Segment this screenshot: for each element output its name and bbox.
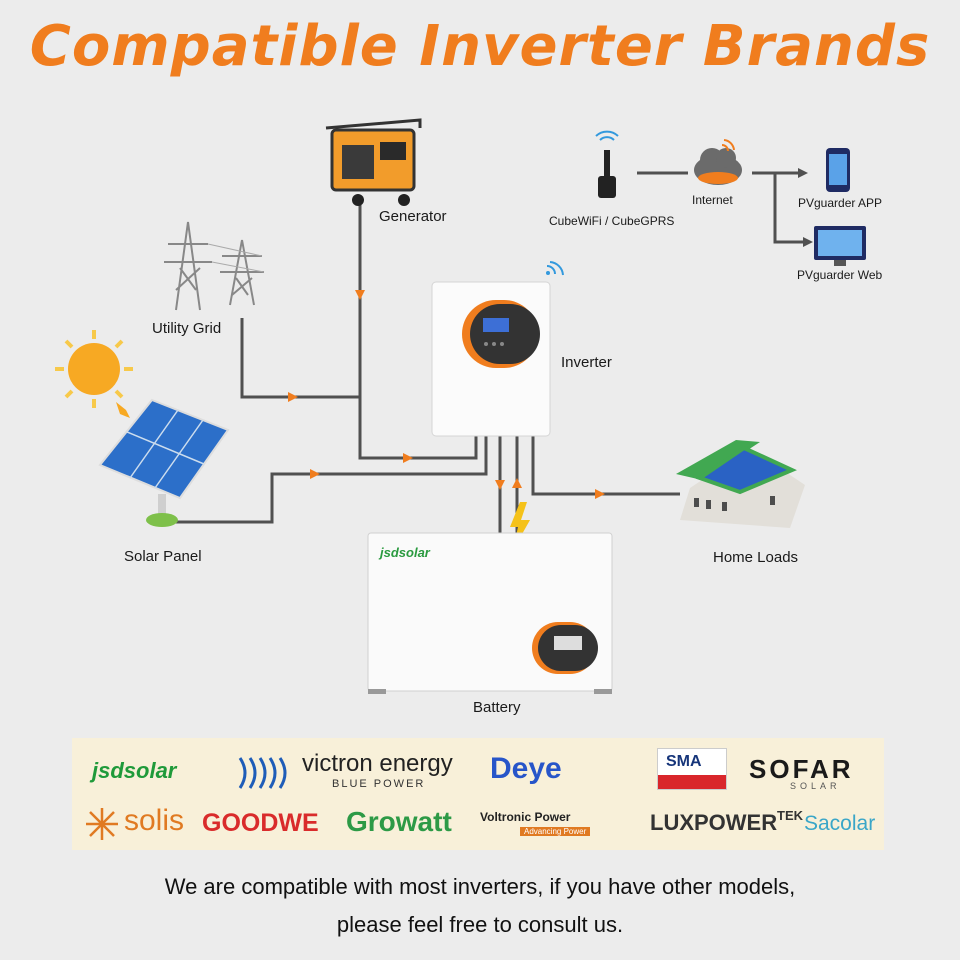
app-label: PVguarder APP [798,196,883,210]
home-loads-label: Home Loads [713,549,799,566]
arrow-load [595,489,605,499]
arrow-battery-down [495,480,505,490]
utility-grid-icon [164,221,265,311]
footer-note: We are compatible with most inverters, i… [0,868,960,944]
house-icon [676,440,805,528]
growatt-logo: Growatt [346,806,452,837]
internet-web-wire [773,173,805,244]
voltronic-subtitle: Advancing Power [520,827,591,836]
grid-wire [240,318,360,399]
luxpower-tek: TEK [777,808,803,823]
voltronic-logo: Voltronic Power [480,810,571,824]
inverter-label: Inverter [561,354,612,371]
jsdsolar-logo: jsdsolar [92,758,177,783]
brand-logos-panel: jsdsolar victron energy BLUE POWER Deye … [72,738,884,850]
sofar-subtitle: SOLAR [790,781,841,791]
victron-subtitle: BLUE POWER [332,778,426,790]
battery-icon [367,532,613,694]
solis-logo: solis [124,804,185,837]
wires [175,171,805,535]
page-title: Compatible Inverter Brands [29,14,931,79]
sacolar-logo: Sacolar [804,812,876,835]
arrow-battery-up [512,478,522,488]
cube-label: CubeWiFi / CubeGPRS [549,214,675,228]
footer-line-2: please feel free to consult us. [336,912,624,937]
solar-panel-label: Solar Panel [124,548,202,565]
sma-logo: SMA [666,753,702,770]
arrow-web [803,237,813,247]
arrow-generator [355,290,365,300]
arrow-generator-in [403,453,413,463]
generator-icon [325,118,422,206]
arrow-app [798,168,808,178]
battery-label: Battery [473,699,521,716]
utility-grid-label: Utility Grid [152,320,222,337]
sma-logo-box: SMA [657,748,727,790]
footer-line-1: We are compatible with most inverters, i… [164,874,796,899]
solar-wire [175,436,488,524]
generator-label: Generator [379,208,447,225]
internet-cloud-icon [694,139,742,185]
monitor-icon [814,226,866,266]
load-wire [531,436,680,496]
arrow-solar [310,469,320,479]
goodwe-logo: GOODWE [202,809,319,837]
generator-wire [358,205,478,460]
victron-logo-mark [238,757,287,789]
lightning-icon [510,502,530,550]
web-label: PVguarder Web [797,268,883,282]
sma-red-band [658,775,726,789]
flow-arrows [288,168,813,499]
solar-panel-icon [98,398,230,527]
sofar-logo: SOFAR [749,754,854,784]
victron-logo: victron energy [302,750,453,777]
phone-icon [826,148,850,192]
luxpower-logo: LUXPOWER [650,810,778,835]
inverter-icon [431,261,564,437]
internet-label: Internet [692,193,733,207]
solis-logo-mark [86,808,118,840]
battery-brand-logo: jsdsolar [380,545,430,560]
sun-icon [55,330,133,418]
deye-logo: Deye [490,752,562,785]
cube-wifi-icon [595,130,619,198]
arrow-grid [288,392,298,402]
system-diagram [55,118,866,694]
